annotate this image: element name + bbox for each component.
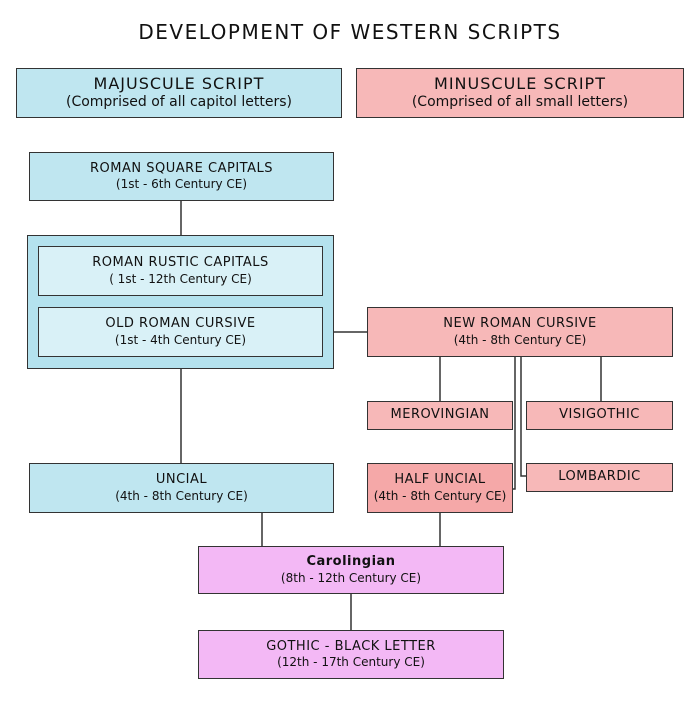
connector-new-to-lombardic — [520, 356, 527, 477]
half-uncial-dates: (4th - 8th Century CE) — [373, 488, 507, 503]
minuscule-script-box: MINUSCULE SCRIPT (Comprised of all small… — [356, 68, 684, 118]
majuscule-script-subtitle: (Comprised of all capitol letters) — [65, 94, 293, 111]
merovingian-title: MEROVINGIAN — [390, 407, 490, 423]
new-roman-cursive-node: NEW ROMAN CURSIVE (4th - 8th Century CE) — [367, 307, 673, 357]
roman-square-capitals-title: ROMAN SQUARE CAPITALS — [90, 160, 273, 176]
diagram-title: DEVELOPMENT OF WESTERN SCRIPTS — [138, 20, 562, 44]
roman-rustic-capitals-title: ROMAN RUSTIC CAPITALS — [92, 255, 269, 271]
gothic-black-letter-title: GOTHIC - BLACK LETTER — [266, 638, 436, 654]
minuscule-script-title: MINUSCULE SCRIPT — [434, 74, 606, 94]
old-roman-cursive-node: OLD ROMAN CURSIVE (1st - 4th Century CE) — [38, 307, 323, 357]
roman-rustic-capitals-node: ROMAN RUSTIC CAPITALS ( 1st - 12th Centu… — [38, 246, 323, 296]
lombardic-node: LOMBARDIC — [526, 463, 673, 492]
majuscule-script-box: MAJUSCULE SCRIPT (Comprised of all capit… — [16, 68, 342, 118]
new-roman-cursive-dates: (4th - 8th Century CE) — [453, 332, 587, 347]
roman-square-capitals-dates: (1st - 6th Century CE) — [115, 177, 248, 192]
gothic-black-letter-node: GOTHIC - BLACK LETTER (12th - 17th Centu… — [198, 630, 504, 679]
half-uncial-title: HALF UNCIAL — [394, 472, 486, 488]
visigothic-title: VISIGOTHIC — [559, 407, 640, 423]
visigothic-node: VISIGOTHIC — [526, 401, 673, 430]
uncial-title: UNCIAL — [155, 472, 208, 488]
carolingian-node: Carolingian (8th - 12th Century CE) — [198, 546, 504, 594]
minuscule-script-subtitle: (Comprised of all small letters) — [411, 94, 629, 111]
half-uncial-node: HALF UNCIAL (4th - 8th Century CE) — [367, 463, 513, 513]
roman-rustic-capitals-dates: ( 1st - 12th Century CE) — [109, 271, 252, 286]
lombardic-title: LOMBARDIC — [558, 469, 641, 485]
gothic-black-letter-dates: (12th - 17th Century CE) — [277, 655, 425, 670]
old-roman-cursive-title: OLD ROMAN CURSIVE — [105, 316, 256, 332]
connector-new-to-half-uncial — [513, 356, 516, 490]
uncial-dates: (4th - 8th Century CE) — [115, 488, 248, 503]
carolingian-title: Carolingian — [306, 554, 396, 570]
uncial-node: UNCIAL (4th - 8th Century CE) — [29, 463, 334, 513]
majuscule-script-title: MAJUSCULE SCRIPT — [93, 74, 265, 94]
new-roman-cursive-title: NEW ROMAN CURSIVE — [443, 316, 597, 332]
carolingian-dates: (8th - 12th Century CE) — [280, 570, 422, 585]
merovingian-node: MEROVINGIAN — [367, 401, 513, 430]
roman-square-capitals-node: ROMAN SQUARE CAPITALS (1st - 6th Century… — [29, 152, 334, 201]
old-roman-cursive-dates: (1st - 4th Century CE) — [114, 332, 247, 347]
